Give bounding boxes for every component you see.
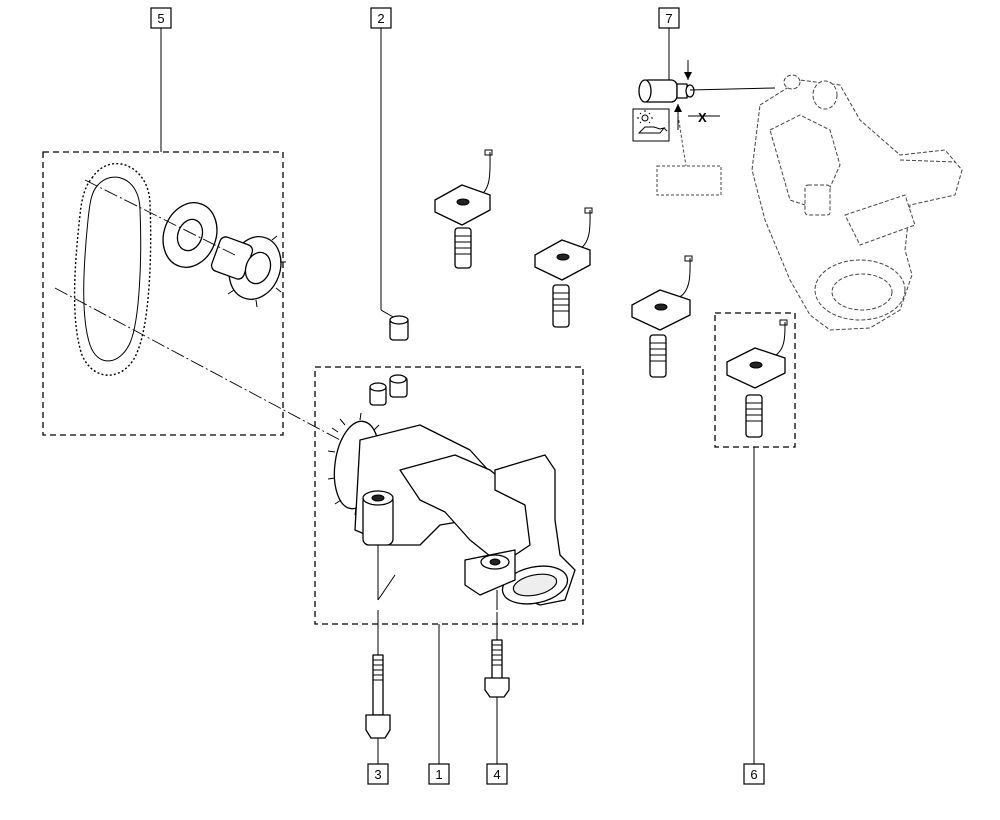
callout-1-box: [428, 763, 450, 785]
long-bolt-head: [365, 714, 391, 739]
oil-pressure-warning-icon: [632, 108, 670, 142]
callout-2: 2: [377, 11, 384, 26]
group-1-frame: [314, 366, 584, 625]
pump-mounting-lug-left: [362, 490, 394, 546]
callout-6-box: [743, 763, 765, 785]
piston-cooling-jet-3: [631, 255, 693, 378]
engine-block-context-sketch: [751, 74, 963, 331]
callout-6: 6: [750, 767, 757, 782]
group-5-frame: [42, 151, 284, 436]
short-bolt-head: [484, 677, 510, 698]
group-6-frame: [714, 312, 796, 448]
long-bolt-shank: [372, 654, 384, 716]
piston-cooling-jet-2: [534, 207, 593, 328]
group-3-pump-bolt-long: 3: [365, 610, 391, 785]
drive-sprocket: [210, 235, 286, 308]
group-4-pump-bolt-short: 4: [484, 612, 510, 785]
callout-3-box: [367, 763, 389, 785]
dimension-x-label: X: [698, 110, 707, 125]
callout-7: 7: [665, 11, 672, 26]
callout-5-box: [150, 7, 172, 29]
group-5-chain-assembly: 5: [42, 7, 341, 441]
dimension-x-annotation: X: [674, 60, 776, 130]
oil-pressure-switch: [638, 79, 695, 103]
dowel-sleeve-right: [389, 374, 408, 398]
callout-5: 5: [157, 11, 164, 26]
dowel-sleeve-left: [369, 382, 387, 406]
group-1-oil-pump: 1: [314, 366, 584, 785]
reference-label-box: [656, 165, 722, 196]
callout-4: 4: [493, 767, 500, 782]
pump-mounting-lug-right: [464, 549, 516, 596]
group-2-dowels: 2: [369, 7, 409, 406]
callout-7-box: [658, 7, 680, 29]
callout-4-box: [486, 763, 508, 785]
group-6-piston-cooling-jet: 6: [714, 312, 796, 785]
callout-2-box: [370, 7, 392, 29]
callout-1: 1: [435, 767, 442, 782]
assembly-axis: [54, 287, 341, 441]
callout-3: 3: [374, 767, 381, 782]
dowel-sleeve-top: [389, 315, 409, 341]
group-7-oil-pressure-switch: 7 X: [632, 7, 776, 196]
piston-cooling-jet-1: [434, 149, 493, 269]
timing-chain: [73, 162, 152, 376]
